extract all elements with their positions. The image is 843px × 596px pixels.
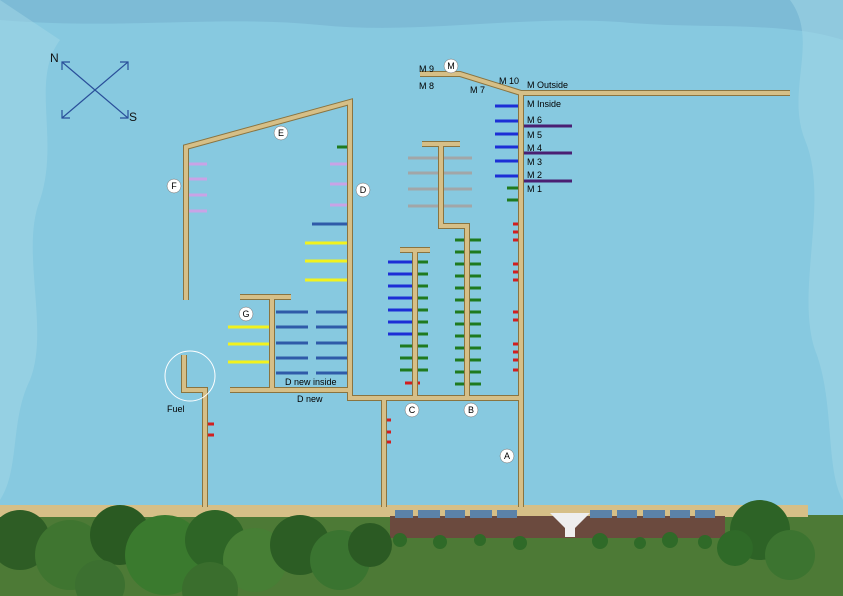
label-m6: M 6 [527,115,542,125]
sky-edge-top [0,0,843,40]
label-m1: M 1 [527,184,542,194]
compass-north-label: N [50,51,59,65]
dock-marker-m[interactable]: M [443,58,459,74]
shrubs [393,532,712,550]
dock-marker-a[interactable]: A [499,448,515,464]
docks-fill [182,72,790,507]
label-m9: M 9 [419,64,434,74]
dock-marker-g[interactable]: G [238,306,254,322]
dock-marker-c[interactable]: C [404,402,420,418]
dock-marker-m-label: M [447,61,455,71]
entrance-canopy [550,513,590,537]
label-m10: M 10 [499,76,519,86]
label-d-new: D new [297,394,323,404]
trees-right [717,500,815,580]
dock-marker-g-label: G [242,309,249,319]
dock-marker-f[interactable]: F [166,178,182,194]
dock-marker-a-label: A [504,451,510,461]
dock-marker-e-label: E [278,128,284,138]
dock-marker-f-label: F [171,181,177,191]
label-d-new-inside: D new inside [285,377,337,387]
building [390,516,725,538]
compass-south-label: S [129,110,137,124]
trees-left [0,505,392,596]
dock-marker-b-label: B [468,405,474,415]
sky-edge-left [0,0,60,500]
label-m2: M 2 [527,170,542,180]
dock-marker-b[interactable]: B [463,402,479,418]
label-m-outside: M Outside [527,80,568,90]
label-fuel: Fuel [167,404,185,414]
sky-edge-right [790,0,843,500]
label-m8: M 8 [419,81,434,91]
label-m5: M 5 [527,130,542,140]
label-m3: M 3 [527,157,542,167]
dock-marker-c-label: C [409,405,416,415]
building-roof-panels [395,510,715,518]
label-m4: M 4 [527,143,542,153]
label-m7: M 7 [470,85,485,95]
fuel-dock-highlight [164,350,216,402]
compass [61,61,129,119]
dock-marker-d[interactable]: D [355,182,371,198]
dock-marker-d-label: D [360,185,367,195]
dock-marker-e[interactable]: E [273,125,289,141]
label-m-inside: M Inside [527,99,561,109]
